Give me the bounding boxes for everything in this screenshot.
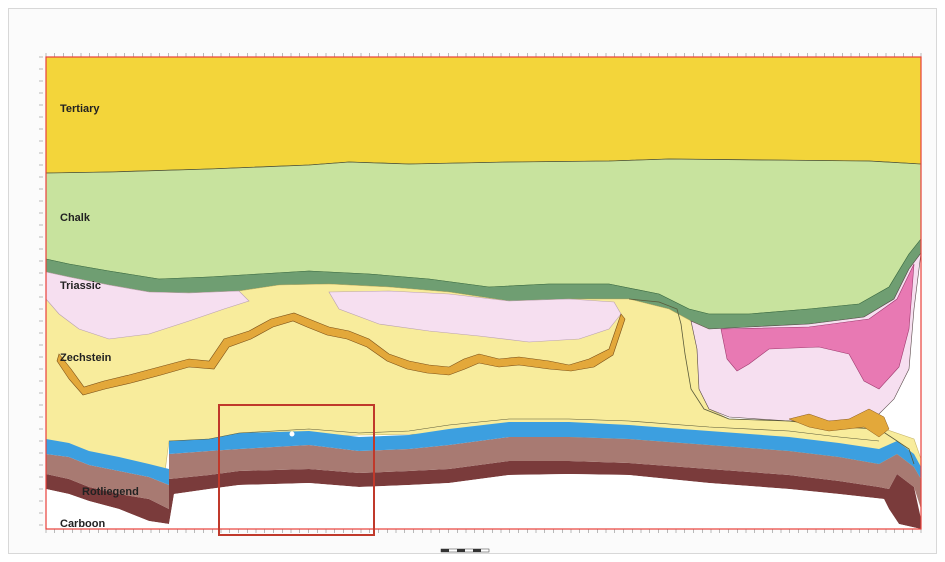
- highlight-box: [218, 404, 375, 536]
- tertiary-layer: [45, 56, 922, 174]
- label-zechstein: Zechstein: [60, 352, 112, 364]
- label-triassic: Triassic: [60, 280, 101, 292]
- zechstein-anhydrite-stringer: [56, 312, 626, 396]
- section-frame: [45, 56, 922, 530]
- top-tick-ruler: [45, 53, 922, 57]
- carboon-layer: [46, 474, 921, 529]
- geological-cross-section: Tertiary Chalk Triassic Zechstein Rotlie…: [8, 8, 937, 554]
- reservoir-blue-band: [46, 422, 921, 485]
- label-rotliegend: Rotliegend: [82, 486, 139, 498]
- horizon-line: [168, 418, 880, 442]
- rotliegend-layer: [46, 437, 921, 509]
- label-carboon: Carboon: [60, 518, 106, 530]
- label-tertiary: Tertiary: [60, 103, 100, 115]
- rotliegend-dark-band: [46, 461, 921, 529]
- cross-section-plot: Tertiary Chalk Triassic Zechstein Rotlie…: [39, 53, 922, 553]
- bottom-tick-ruler: [45, 529, 922, 533]
- label-chalk: Chalk: [60, 212, 91, 224]
- horizon-line: [45, 158, 922, 174]
- triassic-lens-left: [45, 271, 250, 340]
- triassic-lens-middle: [328, 290, 622, 343]
- left-tick-ruler: [39, 56, 43, 526]
- salt-pink-body: [720, 263, 915, 390]
- scale-bar: [440, 548, 490, 553]
- zechstein-anhydrite-lens: [788, 408, 890, 438]
- well-marker: [289, 431, 295, 437]
